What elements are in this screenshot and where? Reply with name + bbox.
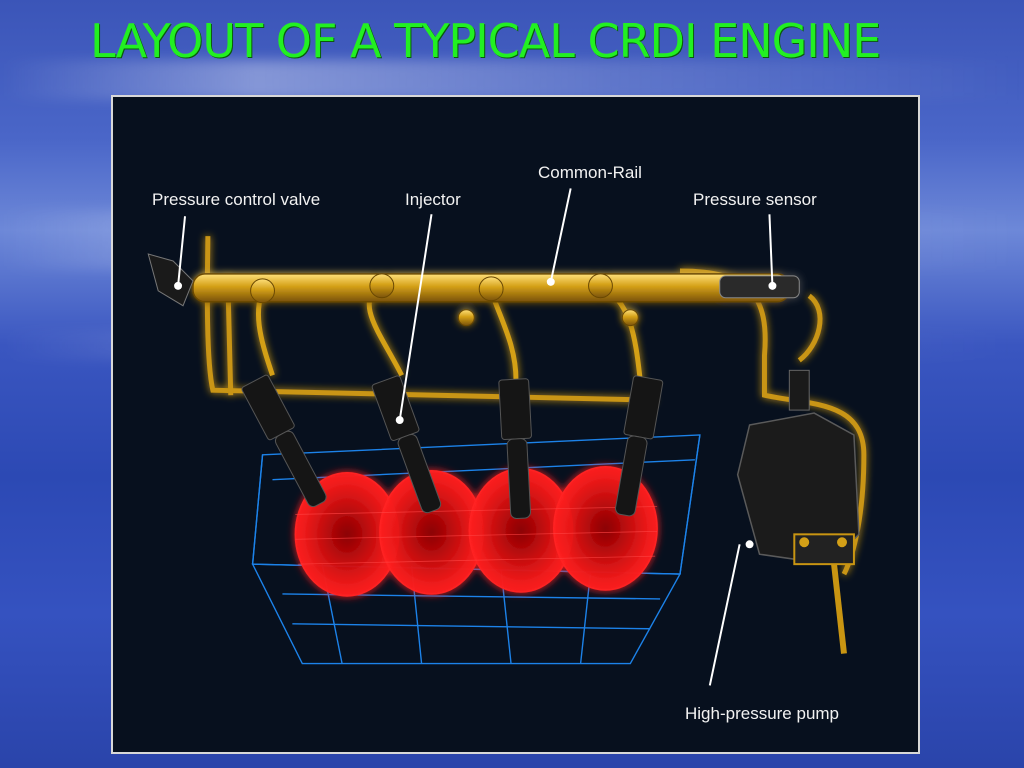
crdi-engine-diagram: Pressure control valve Injector Common-R… [111, 95, 920, 754]
cylinders [294, 465, 658, 597]
label-high-pressure-pump: High-pressure pump [685, 704, 840, 723]
injectors [241, 374, 664, 520]
engine-illustration [147, 188, 867, 686]
callout-leaders [177, 188, 774, 686]
label-pressure-sensor: Pressure sensor [693, 190, 817, 209]
label-pressure-control-valve: Pressure control valve [152, 190, 321, 209]
label-injector: Injector [405, 190, 461, 209]
pressure-control-valve [147, 253, 194, 307]
callout-dots [174, 277, 777, 549]
slide-title: LAYOUT OF A TYPICAL CRDI ENGINE [90, 14, 881, 68]
high-pressure-pump [736, 369, 860, 654]
common-rail [192, 273, 800, 327]
label-common-rail: Common-Rail [538, 163, 642, 182]
